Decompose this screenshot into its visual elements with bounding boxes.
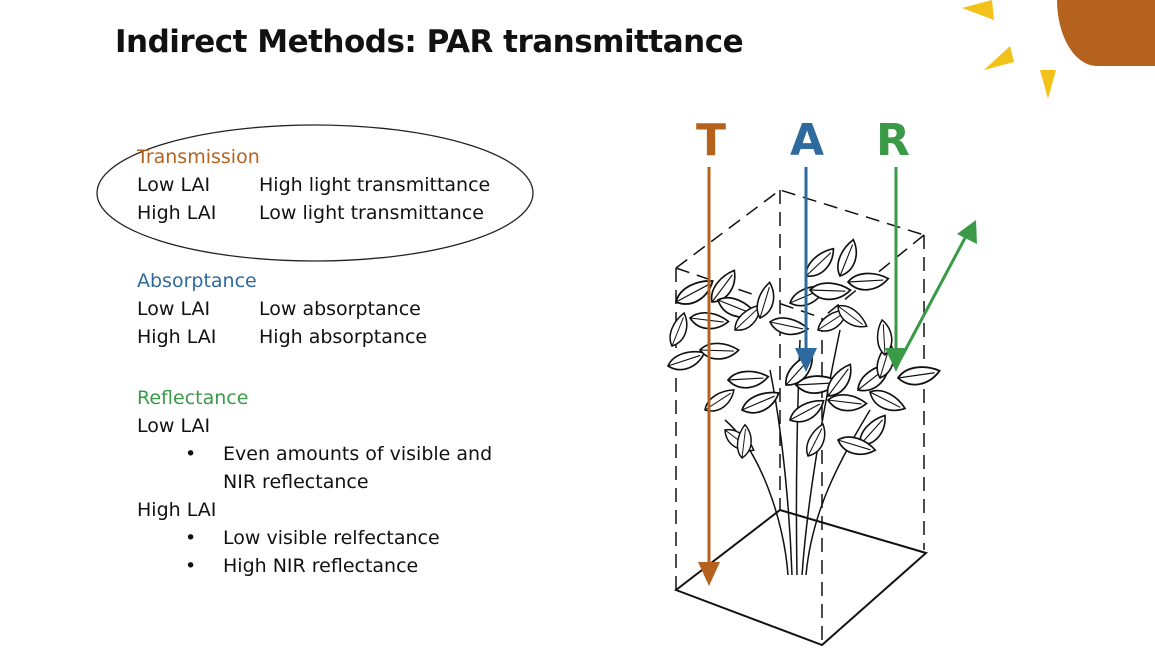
absorptance-heading: Absorptance (137, 270, 257, 292)
bullet-item: • Even amounts of visible and (137, 440, 492, 468)
row-label: High LAI (137, 326, 217, 348)
transmission-letter: T (696, 115, 726, 166)
reflectance-section: Reflectance Low LAI • Even amounts of vi… (137, 384, 492, 580)
bullet-text: NIR reflectance (223, 471, 369, 493)
page-title: Indirect Methods: PAR transmittance (115, 24, 744, 60)
sun-ray (962, 0, 994, 20)
reflectance-high-label: High LAI (137, 499, 217, 521)
row-value: Low absorptance (259, 298, 421, 320)
bullet-item: • High NIR reflectance (137, 552, 418, 580)
bullet-text: Low visible relfectance (223, 527, 440, 549)
bullet-icon: • (185, 443, 197, 465)
bullet-continuation: NIR reflectance (137, 468, 369, 496)
transmission-row: High LAI Low light transmittance (137, 199, 484, 227)
row-label: Low LAI (137, 174, 211, 196)
transmission-highlight-ellipse (96, 124, 534, 262)
transmission-arrow (698, 167, 720, 586)
reflectance-outgoing-arrow (898, 220, 977, 361)
row-label: Low LAI (137, 298, 211, 320)
absorptance-row: Low LAI Low absorptance (137, 295, 421, 323)
absorptance-section: Absorptance Low LAI Low absorptance High… (137, 267, 427, 351)
absorptance-letter: A (790, 115, 824, 166)
row-value: High light transmittance (259, 174, 491, 196)
row-value: High absorptance (259, 326, 428, 348)
reflectance-low-label: Low LAI (137, 415, 211, 437)
transmission-row: Low LAI High light transmittance (137, 171, 490, 199)
transmission-section: Transmission Low LAI High light transmit… (137, 143, 490, 227)
row-value: Low light transmittance (259, 202, 484, 224)
bullet-icon: • (185, 555, 197, 577)
absorptance-arrow (795, 167, 817, 372)
absorptance-row: High LAI High absorptance (137, 323, 427, 351)
bullet-icon: • (185, 527, 197, 549)
bullet-item: • Low visible relfectance (137, 524, 440, 552)
sun-disc (1057, 0, 1155, 66)
bullet-text: High NIR reflectance (223, 555, 419, 577)
sun-icon (962, 0, 1155, 99)
row-label: High LAI (137, 202, 217, 224)
reflectance-letter: R (876, 115, 910, 166)
bullet-text: Even amounts of visible and (223, 443, 493, 465)
transmission-heading: Transmission (137, 146, 260, 168)
sun-ray (984, 46, 1014, 70)
ground-square (673, 508, 929, 647)
reflectance-heading: Reflectance (137, 387, 249, 409)
sun-ray (1040, 70, 1056, 99)
canopy-diagram: T A R (662, 115, 977, 647)
